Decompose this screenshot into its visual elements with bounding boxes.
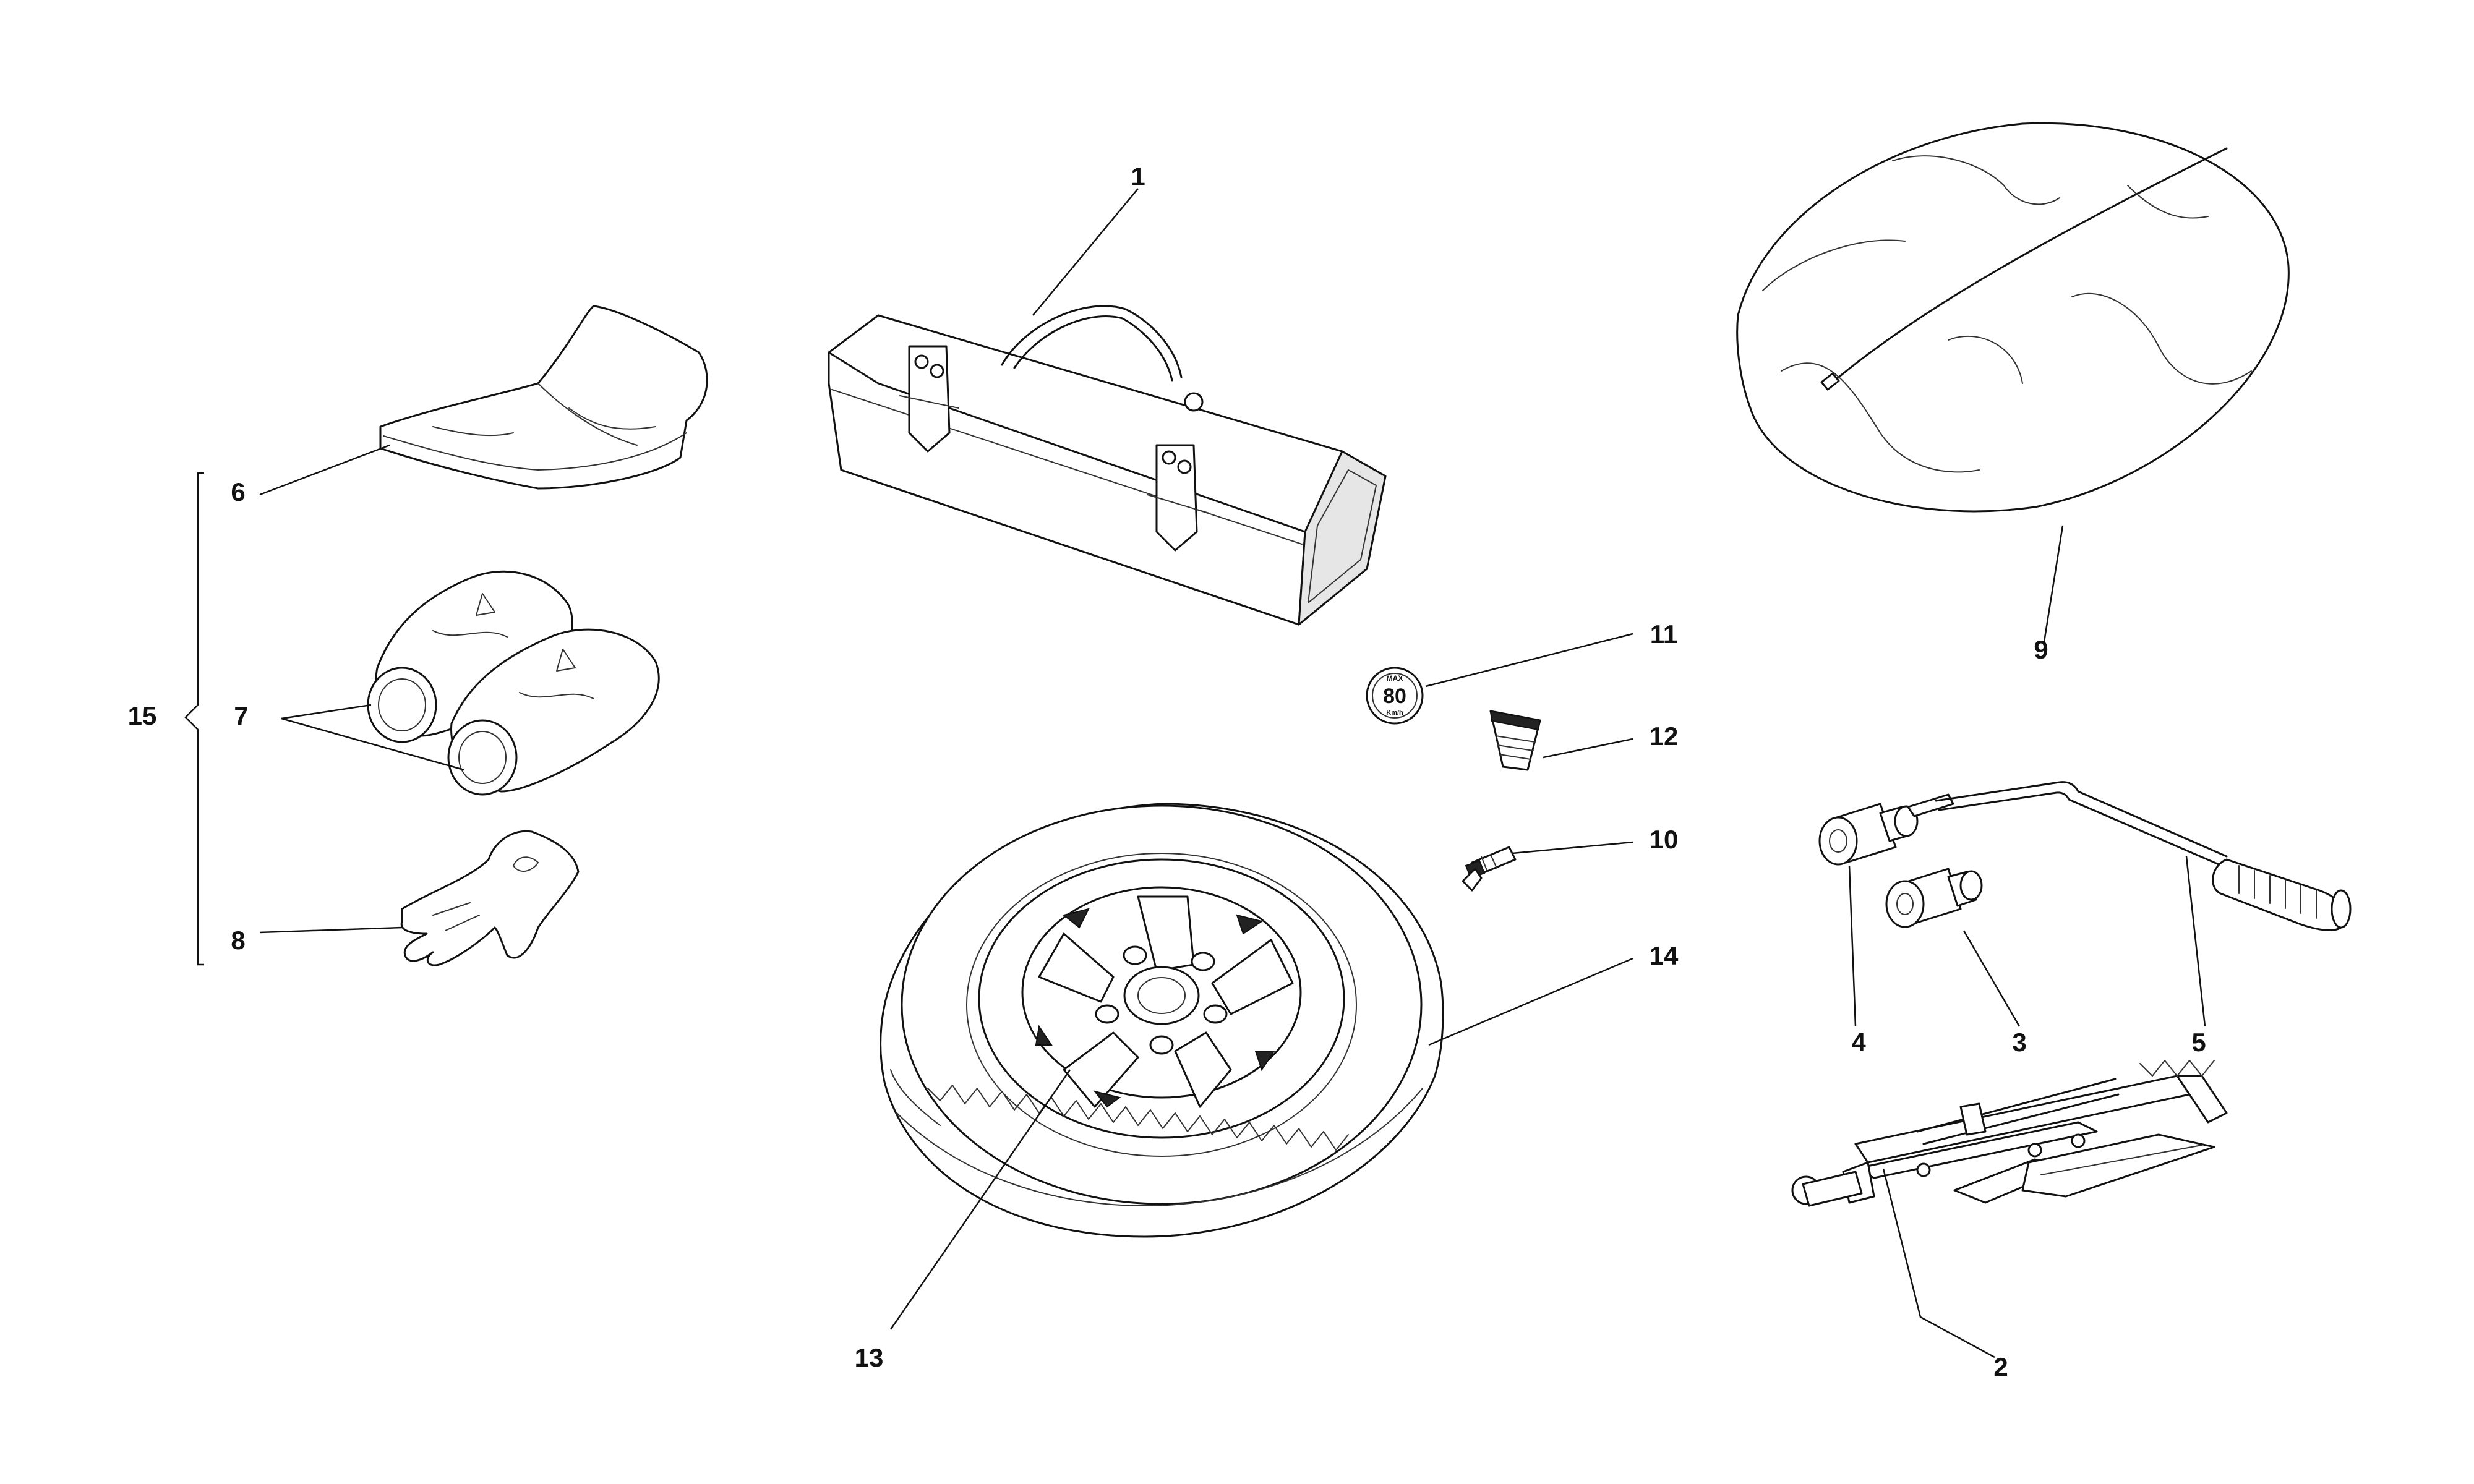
callout-12: 12: [1650, 722, 1679, 751]
part-jack: [1791, 1060, 2228, 1207]
part-tool-bag: [828, 305, 1387, 626]
part-socket-4: [1818, 803, 1919, 866]
callout-6: 6: [231, 477, 245, 506]
leader-lines: [184, 188, 2206, 1358]
part-spare-wheel: [880, 803, 1444, 1238]
part-label: [1489, 710, 1541, 771]
part-wheel-cover: [1736, 122, 2290, 513]
speed-sign-value: 80: [1383, 684, 1406, 708]
callout-9: 9: [2034, 635, 2048, 664]
callout-4: 4: [1851, 1028, 1866, 1057]
callout-8: 8: [231, 926, 245, 955]
callout-5: 5: [2191, 1028, 2206, 1057]
callout-11: 11: [1650, 620, 1677, 649]
callout-3: 3: [2012, 1028, 2026, 1057]
callout-7: 7: [234, 701, 248, 730]
callout-1: 1: [1131, 162, 1145, 191]
callout-13: 13: [855, 1343, 884, 1372]
part-socket-3: [1885, 868, 1983, 928]
part-glove: [400, 830, 580, 966]
callout-2: 2: [1993, 1352, 2008, 1381]
callout-10: 10: [1650, 825, 1679, 854]
part-speed-sign: MAX 80 Km/h: [1366, 667, 1424, 725]
part-wheel-brace: [1907, 781, 2352, 931]
callout-15: 15: [128, 701, 157, 730]
part-valve: [1462, 846, 1517, 892]
callout-labels: 1 6 7 15 8 9 11 12 10 14 4 3 5 13 2: [128, 162, 2206, 1381]
speed-sign-top: MAX: [1387, 674, 1403, 683]
part-cloth: [379, 305, 708, 490]
callout-14: 14: [1650, 941, 1679, 970]
part-covers: [367, 570, 660, 796]
speed-sign-unit: Km/h: [1386, 709, 1403, 717]
